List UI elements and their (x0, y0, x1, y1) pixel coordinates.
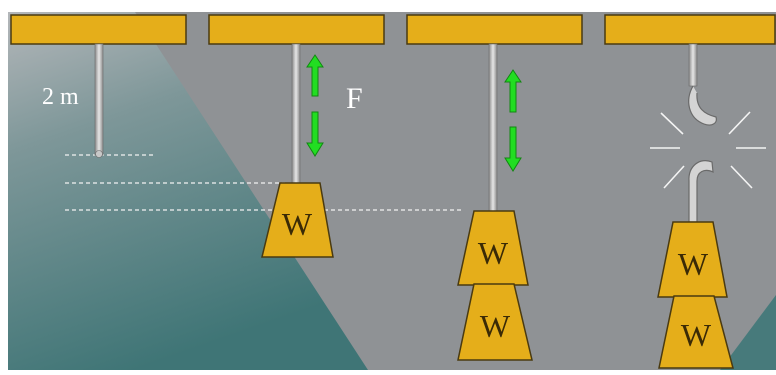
rod-2 (291, 43, 301, 186)
weight-4-bottom: W (658, 295, 734, 369)
arrow-up-icon (504, 69, 522, 113)
rod-1-end (95, 150, 103, 158)
beam-1 (10, 14, 187, 45)
rod-1 (94, 43, 104, 156)
teal-corner-region (720, 295, 776, 370)
break-burst-icon (650, 111, 766, 189)
weight-label: W (480, 308, 511, 344)
weight-label: W (678, 246, 709, 282)
weight-label: W (681, 317, 712, 353)
arrow-up-icon (306, 54, 324, 97)
rod-3 (488, 43, 498, 213)
weight-2: W (261, 182, 334, 258)
weight-3-bottom: W (457, 283, 533, 361)
length-label: 2 m (42, 84, 79, 110)
beam-4 (604, 14, 776, 45)
beams (10, 14, 776, 45)
force-arrows-2 (306, 54, 324, 157)
weight-shape (261, 182, 334, 258)
hook-icon (688, 43, 717, 126)
weight-label: W (478, 235, 509, 271)
weight-shape (457, 283, 533, 361)
weight-shape (457, 210, 529, 286)
force-arrows-3 (504, 69, 522, 172)
force-label: F (346, 82, 363, 115)
beam-3 (406, 14, 583, 45)
weight-label: W (282, 206, 313, 242)
weight-4-top: W (657, 221, 728, 298)
arrow-down-icon (504, 126, 522, 172)
weight-shape (657, 221, 728, 298)
weight-shape (658, 295, 734, 369)
arrow-down-icon (306, 111, 324, 157)
weight-3-top: W (457, 210, 529, 286)
beam-2 (208, 14, 385, 45)
reference-lines (65, 154, 462, 211)
